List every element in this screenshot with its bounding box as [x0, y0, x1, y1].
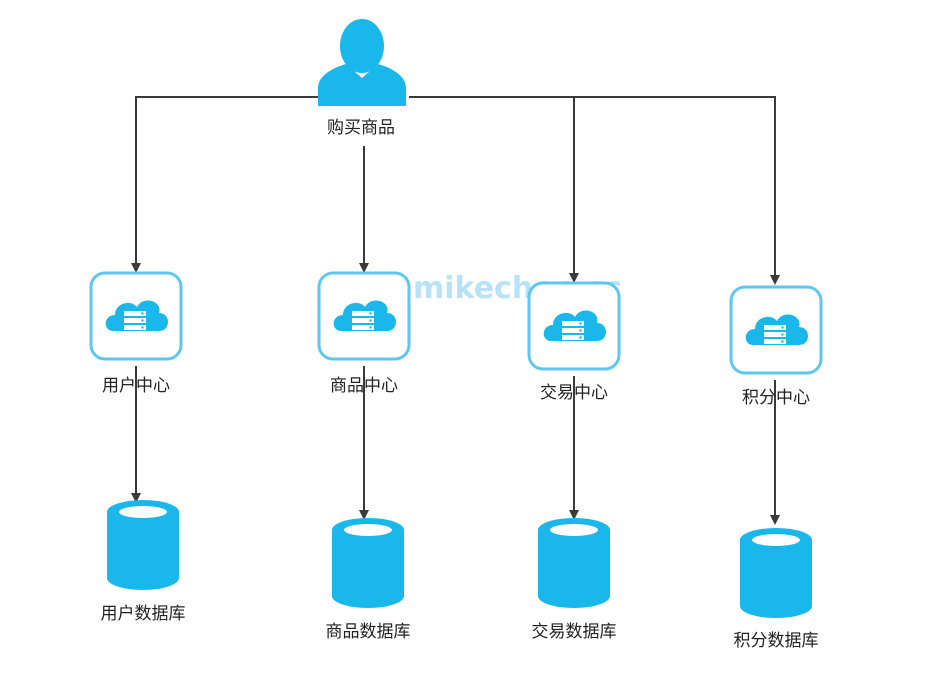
top-node: 购买商品 — [318, 19, 406, 138]
service-label: 交易中心 — [540, 383, 608, 403]
edge-user-to-trade-center — [409, 96, 579, 283]
cloud-server-icon — [317, 271, 411, 361]
database-node-goods-db: 商品数据库 — [326, 518, 411, 642]
cloud-server-icon — [729, 285, 823, 375]
edges-user-to-services — [131, 96, 780, 285]
cloud-server-icon — [527, 281, 621, 371]
service-node-user-center: 用户中心 — [89, 271, 183, 396]
database-icon — [332, 518, 404, 608]
edge-user-to-points-center — [574, 96, 780, 285]
service-node-goods-center: 商品中心 — [317, 271, 411, 396]
service-node-trade-center: 交易中心 — [527, 281, 621, 403]
database-label: 商品数据库 — [326, 622, 411, 642]
top-node-label: 购买商品 — [327, 118, 395, 138]
database-icon — [740, 528, 812, 618]
service-label: 用户中心 — [102, 376, 170, 396]
database-label: 积分数据库 — [734, 631, 819, 651]
database-label: 用户数据库 — [101, 604, 186, 624]
service-label: 商品中心 — [330, 376, 398, 396]
database-node-points-db: 积分数据库 — [734, 528, 819, 651]
user-icon — [318, 19, 406, 106]
service-label: 积分中心 — [742, 388, 810, 408]
database-node-trade-db: 交易数据库 — [532, 518, 617, 642]
database-node-user-db: 用户数据库 — [101, 500, 186, 624]
edge-user-to-user-center — [131, 96, 318, 273]
service-node-points-center: 积分中心 — [729, 285, 823, 408]
database-label: 交易数据库 — [532, 622, 617, 642]
edges-services-to-databases — [131, 366, 780, 525]
database-icon — [107, 500, 179, 590]
cloud-server-icon — [89, 271, 183, 361]
database-icon — [538, 518, 610, 608]
